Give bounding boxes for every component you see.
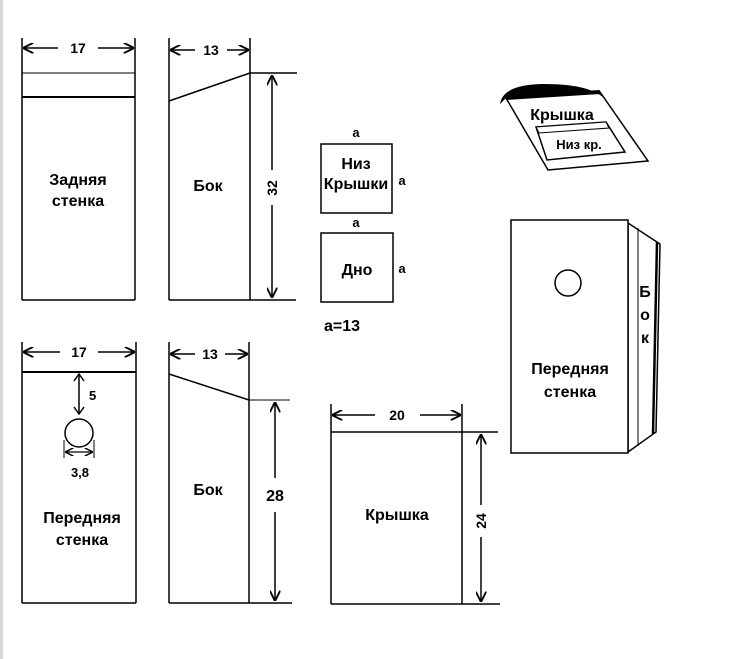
side-panel-short: 13 28 Бок (168, 342, 292, 604)
roof-underside-panel: а Низ Крышки а (320, 125, 406, 214)
side-short-height-label: 28 (266, 488, 284, 505)
floor-panel: а Дно а (320, 215, 406, 303)
perspective-birdhouse: Передняя стенка Б о к (510, 219, 661, 454)
roof-underside-side-a-top: а (352, 125, 360, 140)
perspective-house-entrance-hole (554, 269, 582, 297)
perspective-roof-underside-rim (535, 121, 610, 134)
side-tall-height-label: 32 (264, 180, 280, 196)
front-wall-hole-offset-arrowhead-top (73, 372, 85, 382)
back-wall-label-line2: стенка (52, 193, 104, 210)
front-wall-hole-offset-arrowhead-bottom (73, 406, 85, 416)
back-wall-width-label: 17 (70, 40, 86, 56)
perspective-house-side-letter-2: о (640, 307, 650, 324)
side-panel-tall: 13 32 Бок (168, 38, 297, 301)
roof-panel: 20 24 Крышка (330, 404, 500, 605)
front-wall-label-line2: стенка (56, 532, 108, 549)
back-wall-panel: 17 Задняя стенка (21, 38, 136, 301)
side-tall-width-label: 13 (203, 42, 219, 58)
back-wall-label-line1: Задняя (49, 172, 106, 189)
floor-side-a-top: а (352, 215, 360, 230)
floor-label: Дно (342, 262, 373, 279)
side-short-label: Бок (193, 482, 223, 499)
roof-underside-label-line1: Низ (341, 156, 370, 173)
front-wall-hole-offset-label: 5 (89, 388, 96, 403)
perspective-roof-label: Крышка (530, 107, 594, 124)
side-short-slope (168, 373, 250, 401)
frame-edge (0, 0, 3, 659)
a-value-note: а=13 (324, 318, 360, 335)
perspective-house-side-letter-3: к (641, 330, 650, 347)
side-tall-label: Бок (193, 178, 223, 195)
perspective-house-side-letter-1: Б (639, 284, 651, 301)
roof-width-label: 20 (389, 407, 405, 423)
front-wall-panel: 17 5 3,8 Передняя стенка (21, 342, 137, 604)
roof-label: Крышка (365, 507, 429, 524)
perspective-house-front-label-line2: стенка (544, 384, 596, 401)
roof-underside-square (320, 143, 393, 214)
perspective-house-front-face (510, 219, 629, 454)
perspective-roof-under-label: Низ кр. (556, 137, 602, 152)
front-wall-width-label: 17 (71, 344, 87, 360)
perspective-roof: Крышка Низ кр. (500, 84, 650, 171)
perspective-roof-edge-thick (505, 90, 601, 100)
roof-height-label: 24 (473, 513, 489, 529)
front-wall-entrance-hole (64, 418, 94, 448)
roof-underside-side-a-right: а (398, 173, 406, 188)
floor-square (320, 232, 394, 303)
side-tall-slope (168, 72, 251, 102)
front-wall-hole-diameter-label: 3,8 (71, 465, 89, 480)
perspective-house-front-label-line1: Передняя (531, 361, 609, 378)
perspective-house-side-dark-edge (651, 241, 659, 435)
floor-side-a-right: а (398, 261, 406, 276)
roof-underside-label-line2: Крышки (324, 176, 388, 193)
front-wall-label-line1: Передняя (43, 510, 121, 527)
side-short-width-label: 13 (202, 346, 218, 362)
